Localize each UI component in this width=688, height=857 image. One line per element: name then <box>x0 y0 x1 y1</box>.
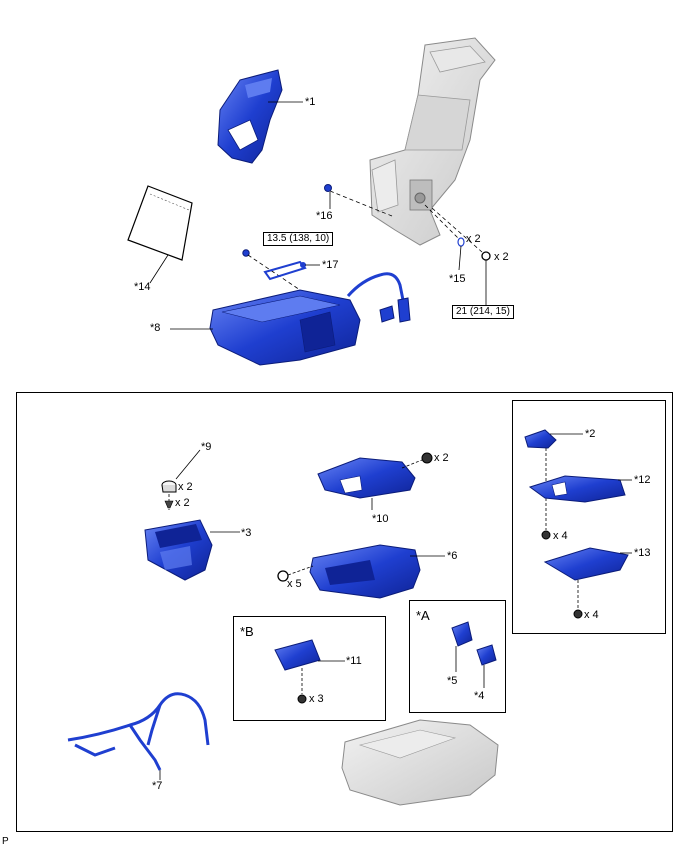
qty-6: x 5 <box>287 578 302 590</box>
label-12: *12 <box>634 474 651 486</box>
lower-section-frame <box>16 392 673 832</box>
label-4: *4 <box>474 690 485 702</box>
part-14-pad <box>127 185 193 261</box>
part-4-clip <box>476 644 497 688</box>
qty-12: x 4 <box>553 530 568 542</box>
part-15-washer <box>424 204 465 247</box>
seat-base-cushion <box>341 719 499 806</box>
box-label-b: *B <box>240 624 254 639</box>
bolt-part <box>431 207 491 261</box>
torque-spec-bolt: 21 (214, 15) <box>452 305 514 319</box>
label-11: *11 <box>346 655 362 667</box>
label-3: *3 <box>241 527 252 539</box>
label-2: *2 <box>585 428 596 440</box>
part-8-console-box <box>209 272 411 366</box>
qty-13: x 4 <box>584 609 599 621</box>
part-10-lid <box>317 452 433 510</box>
label-16: *16 <box>316 210 333 222</box>
part-17-clip <box>242 249 307 291</box>
qty-9-cap: x 2 <box>178 481 193 493</box>
label-1: *1 <box>305 96 316 108</box>
label-13: *13 <box>634 547 651 559</box>
label-8: *8 <box>150 322 161 334</box>
right-inset-frame <box>512 400 666 634</box>
box-b-frame <box>233 616 386 721</box>
qty-11: x 3 <box>309 693 324 705</box>
part-9-cap <box>161 449 201 510</box>
label-6: *6 <box>447 550 458 562</box>
qty-10: x 2 <box>434 452 449 464</box>
label-17: *17 <box>322 259 339 271</box>
box-label-a: *A <box>416 608 430 623</box>
footer-mark: P <box>2 836 9 847</box>
label-14: *14 <box>134 281 151 293</box>
part-12-panel <box>528 475 632 503</box>
part-13-plate <box>543 547 632 610</box>
qty-9-screw: x 2 <box>175 497 190 509</box>
label-10: *10 <box>372 513 389 525</box>
part-11-module <box>274 639 345 704</box>
label-15: *15 <box>449 273 466 285</box>
label-7: *7 <box>152 780 163 792</box>
leader-lines-top <box>149 101 487 330</box>
torque-spec-17: 13.5 (138, 10) <box>263 232 334 246</box>
qty-bolt: x 2 <box>494 251 509 263</box>
part-1-cover <box>217 69 283 164</box>
screw-13 <box>573 609 583 619</box>
part-3-tray <box>144 519 240 581</box>
label-5: *5 <box>447 675 458 687</box>
box-a-frame <box>409 600 506 713</box>
qty-15: x 2 <box>466 233 481 245</box>
part-16-pin <box>324 184 393 217</box>
armrest-frame <box>369 37 496 246</box>
screw-12 <box>541 530 551 540</box>
part-6-base <box>277 544 445 599</box>
part-5-clip <box>451 621 473 672</box>
label-9: *9 <box>201 441 212 453</box>
part-7-wire-harness <box>67 692 210 771</box>
